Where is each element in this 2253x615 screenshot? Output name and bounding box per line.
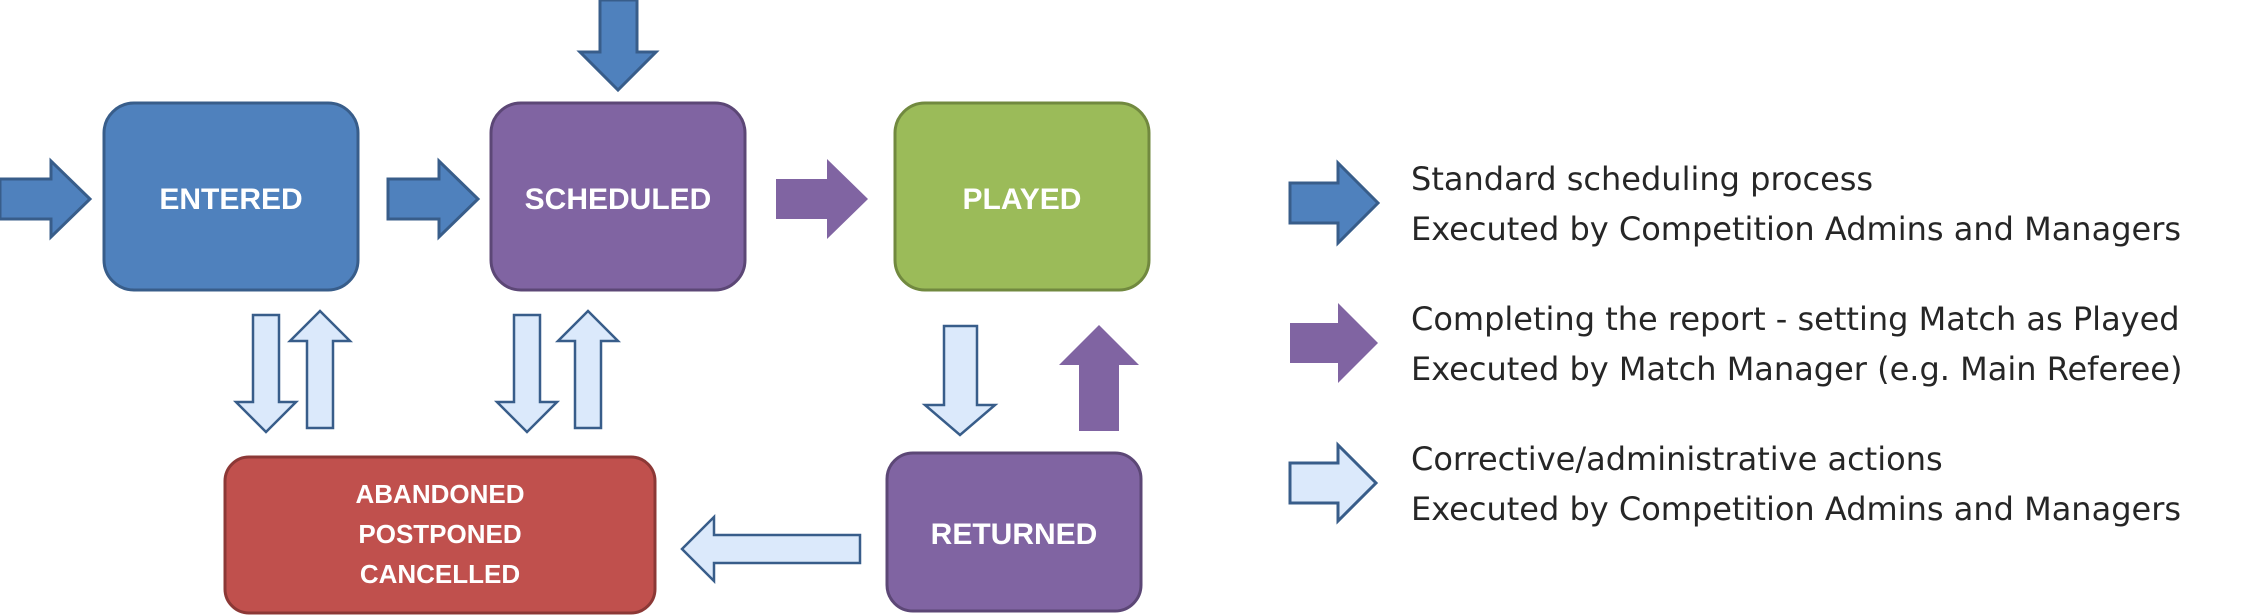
report-arrow-returned-to-played [1059, 325, 1139, 431]
state-label-cancelled: CANCELLED [360, 559, 520, 589]
state-box-played [893, 101, 1151, 292]
legend-standard-title: Standard scheduling process [1411, 160, 1873, 198]
legend-item-corrective: Corrective/administrative actions Execut… [1288, 440, 2181, 528]
state-label-abandoned: ABANDONED [356, 479, 525, 509]
legend-item-report: Completing the report - setting Match as… [1290, 300, 2182, 388]
state-scheduled: SCHEDULED [489, 101, 747, 292]
corrective-arrow-scheduled-to-abandoned [493, 313, 561, 434]
state-box-returned [885, 451, 1143, 613]
state-returned: RETURNED [885, 451, 1143, 613]
legend: Standard scheduling process Executed by … [1288, 159, 2182, 528]
state-abandoned-postponed-cancelled: ABANDONED POSTPONED CANCELLED [223, 455, 657, 615]
state-played: PLAYED [893, 101, 1151, 292]
legend-standard-executor: Executed by Competition Admins and Manag… [1411, 210, 2181, 248]
corrective-arrow-entered-to-abandoned [232, 313, 300, 434]
state-label-returned: RETURNED [931, 518, 1098, 551]
legend-report-executor: Executed by Match Manager (e.g. Main Ref… [1411, 350, 2182, 388]
state-label-entered: ENTERED [159, 183, 302, 216]
state-entered: ENTERED [102, 101, 360, 292]
state-box-scheduled [489, 101, 747, 292]
corrective-arrow-abandoned-to-entered [286, 309, 354, 430]
corrective-arrow-abandoned-to-scheduled [554, 309, 622, 430]
state-box-entered [102, 101, 360, 292]
legend-corrective-title: Corrective/administrative actions [1411, 440, 1943, 478]
standard-arrow-into-scheduled [576, 0, 660, 93]
standard-arrow-into-entered [0, 157, 93, 241]
standard-arrow-entered-to-scheduled [386, 157, 481, 241]
solid-blue-arrow-icon [1288, 159, 1381, 247]
state-label-scheduled: SCHEDULED [525, 183, 712, 216]
corrective-arrow-returned-to-abandoned [680, 513, 862, 585]
legend-report-title: Completing the report - setting Match as… [1411, 300, 2180, 338]
legend-item-standard: Standard scheduling process Executed by … [1288, 159, 2181, 248]
legend-corrective-executor: Executed by Competition Admins and Manag… [1411, 490, 2181, 528]
state-box-abandoned [223, 455, 657, 615]
report-arrow-scheduled-to-played [776, 159, 868, 239]
corrective-arrow-played-to-returned [921, 324, 999, 437]
state-label-played: PLAYED [963, 183, 1082, 216]
state-label-postponed: POSTPONED [358, 519, 521, 549]
outline-light-blue-arrow-icon [1288, 441, 1379, 525]
solid-purple-arrow-icon [1290, 303, 1378, 383]
